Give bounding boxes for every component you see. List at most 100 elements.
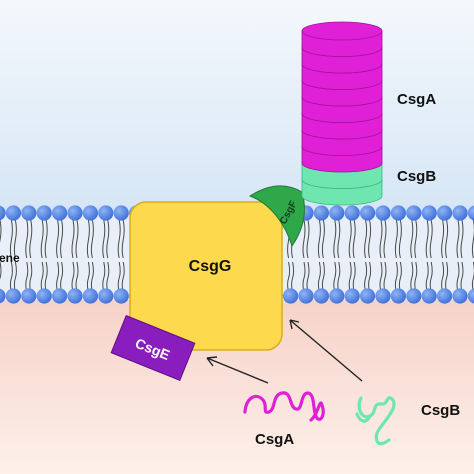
lipid-head <box>360 205 376 221</box>
lipid-head <box>52 205 68 221</box>
extracellular-space <box>0 0 474 212</box>
membrane-label: ene <box>0 251 20 265</box>
lipid-tail <box>456 219 464 259</box>
lipid-tail <box>379 219 387 259</box>
lipid-tail <box>71 219 79 259</box>
csga-unfolded-chain <box>243 391 325 422</box>
lipid-head <box>113 205 129 221</box>
lipid-tail <box>471 261 474 293</box>
lipid-head <box>452 288 468 304</box>
lipid-head <box>21 205 37 221</box>
lipid-head <box>0 205 6 221</box>
lipid-tail <box>456 261 464 293</box>
lipid-head <box>344 205 360 221</box>
csgg-pore <box>129 201 283 351</box>
lipid-head <box>98 288 114 304</box>
lipid-tail <box>117 219 125 259</box>
lipid-tail <box>379 261 387 293</box>
lipid-tail <box>287 261 295 293</box>
lipid-head <box>390 205 406 221</box>
lipid-tail <box>364 261 372 293</box>
lipid-tail <box>9 261 17 293</box>
lipid-tail <box>25 261 33 293</box>
lipid-tail <box>40 219 48 259</box>
lipid-tail <box>364 219 372 259</box>
lipid-tail <box>425 219 433 259</box>
csge-protein: CsgE <box>110 314 196 382</box>
lipid-head <box>52 288 68 304</box>
lipid-head <box>82 288 98 304</box>
lipid-head <box>452 205 468 221</box>
lipid-tail <box>317 261 325 293</box>
lipid-head <box>5 205 22 221</box>
lipid-head <box>375 205 391 221</box>
lipid-tail <box>102 219 110 259</box>
lipid-head <box>283 288 299 304</box>
lipid-head <box>329 205 345 221</box>
lipid-head <box>329 288 345 304</box>
lipid-tail <box>441 261 449 293</box>
lipid-tail <box>86 219 94 259</box>
lipid-tail <box>410 261 418 293</box>
lipid-head <box>421 288 437 304</box>
lipid-tail <box>348 261 356 293</box>
lipid-tail <box>394 219 402 259</box>
lipid-head <box>67 288 83 304</box>
lipid-tail <box>425 261 433 293</box>
lipid-head <box>313 288 329 304</box>
lipid-head <box>467 288 474 304</box>
lipid-tail <box>86 261 94 293</box>
lipid-tail <box>117 261 125 293</box>
lipid-head <box>344 288 360 304</box>
csgg-label: CsgG <box>189 258 232 275</box>
lipid-head <box>21 288 37 304</box>
lipid-head <box>360 288 376 304</box>
lipid-head <box>98 205 114 221</box>
lipid-tail <box>0 261 2 292</box>
curli-fibre <box>301 21 383 206</box>
lipid-head <box>421 205 437 221</box>
lipid-head <box>437 288 453 304</box>
lipid-tail <box>56 261 64 293</box>
lipid-tail <box>56 219 64 259</box>
csgb-unfolded-label: CsgB <box>421 402 460 419</box>
lipid-tail <box>9 219 17 259</box>
lipid-tail <box>410 219 418 259</box>
lipid-head <box>437 205 453 221</box>
lipid-tail <box>317 219 325 259</box>
lipid-head <box>406 288 422 304</box>
lipid-tail <box>0 219 2 258</box>
lipid-tail <box>302 261 310 293</box>
lipid-tail <box>394 261 402 293</box>
csga-unfolded-label: CsgA <box>255 431 294 448</box>
lipid-head <box>298 288 314 304</box>
lipid-tail <box>348 219 356 259</box>
lipid-head <box>0 288 6 304</box>
csga-subunit-top <box>301 21 383 41</box>
csga-fibre-label: CsgA <box>397 91 436 108</box>
lipid-tail <box>333 219 341 259</box>
lipid-head <box>467 205 474 221</box>
lipid-tail <box>71 261 79 293</box>
lipid-head <box>375 288 391 304</box>
lipid-head <box>67 205 83 221</box>
arrow-csgb-to-csgg <box>289 319 363 382</box>
lipid-tail <box>471 219 474 259</box>
lipid-head <box>82 205 98 221</box>
lipid-head <box>5 288 22 304</box>
lipid-head <box>36 288 52 304</box>
lipid-tail <box>302 219 310 259</box>
lipid-head <box>406 205 422 221</box>
lipid-tail <box>333 261 341 293</box>
lipid-head <box>390 288 406 304</box>
csgb-unfolded-chain <box>355 396 396 446</box>
lipid-tail <box>441 219 449 259</box>
lipid-tail <box>40 261 48 293</box>
csgb-fibre-label: CsgB <box>397 168 436 185</box>
csgf-protein <box>248 185 305 248</box>
lipid-head <box>36 205 52 221</box>
lipid-tail <box>25 219 33 259</box>
lipid-head <box>313 205 329 221</box>
